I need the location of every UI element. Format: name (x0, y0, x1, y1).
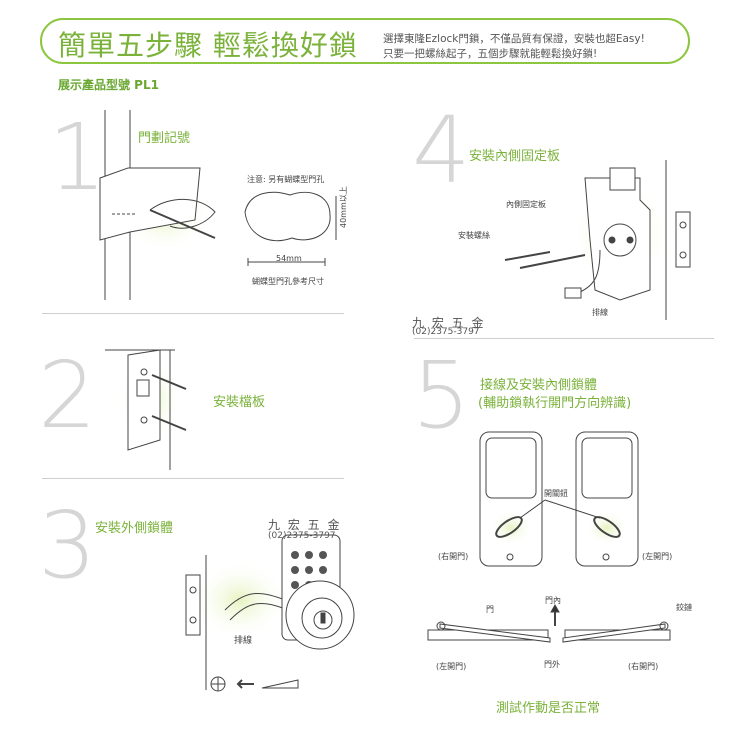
subtitle-line-2: 只要一把螺絲起子，五個步驟就能輕鬆換好鎖! (383, 48, 598, 60)
step4-title: 安裝內側固定板 (469, 149, 561, 164)
step1-illustration (99, 110, 337, 300)
step3-illustration (185, 534, 355, 692)
step1-width: 54mm (276, 254, 302, 263)
step1-note: 注意: 另有蝴蝶型門孔 (247, 175, 325, 184)
model-label: 展示產品型號 PL1 (58, 78, 159, 92)
step4-plate-label: 內側固定板 (506, 200, 546, 209)
header-banner (40, 18, 690, 64)
step-number-3: 3 (38, 492, 97, 599)
divider-4-5 (414, 338, 714, 339)
step5-door-inside: 門內 (545, 596, 561, 605)
divider-1-2 (42, 313, 344, 314)
step4-wire-label: 排線 (592, 308, 608, 317)
step5-right-open-top: (右開門) (438, 552, 469, 561)
step1-height: 40mm以上 (339, 186, 348, 228)
watermark-phone-1: (02)2375-3797 (412, 327, 480, 337)
watermark-phone-2: (02)2375-3797 (268, 531, 336, 541)
step5-door-diagram (427, 603, 671, 643)
subtitle-line-1: 選擇東隆Ezlock門鎖，不僅品質有保證，安裝也超Easy! (383, 33, 645, 45)
step5-left-open-top: (左開門) (642, 552, 673, 561)
step5-left-open-bottom: (左開門) (436, 662, 467, 671)
divider-2-3 (42, 478, 344, 479)
watermark-name-1: 九 宏 五 金 (412, 316, 486, 330)
step5-test-label: 測試作動是否正常 (496, 701, 601, 716)
step4-illustration (504, 160, 691, 320)
step1-caption: 蝴蝶型門孔參考尺寸 (252, 277, 324, 286)
step-number-2: 2 (38, 342, 97, 449)
step5-knob-label: 開關鈕 (544, 489, 568, 498)
watermark-name-2: 九 宏 五 金 (268, 518, 342, 532)
step3-title: 安裝外側鎖體 (95, 521, 174, 536)
step5-door-label: 門 (486, 605, 494, 614)
step2-illustration (105, 349, 187, 470)
step5-right-open-bottom: (右開門) (628, 662, 659, 671)
step-number-5: 5 (412, 342, 471, 449)
step-number-4: 4 (412, 97, 471, 204)
step2-title: 安裝檔板 (213, 395, 266, 410)
step1-title: 門劃記號 (138, 131, 191, 146)
page-title: 簡單五步驟 輕鬆換好鎖 (58, 29, 358, 62)
step5-hinge-label: 鉸鏈 (676, 603, 692, 612)
step5-door-outside: 門外 (544, 660, 560, 669)
step3-wire-label: 排線 (234, 636, 253, 646)
step5-title-line2: (輔助鎖執行開門方向辨識) (478, 396, 632, 411)
step5-locks (479, 431, 639, 567)
step-number-1: 1 (48, 104, 107, 211)
step4-screw-label: 安裝螺絲 (458, 231, 490, 240)
step5-title-line1: 接線及安裝內側鎖體 (480, 378, 598, 393)
